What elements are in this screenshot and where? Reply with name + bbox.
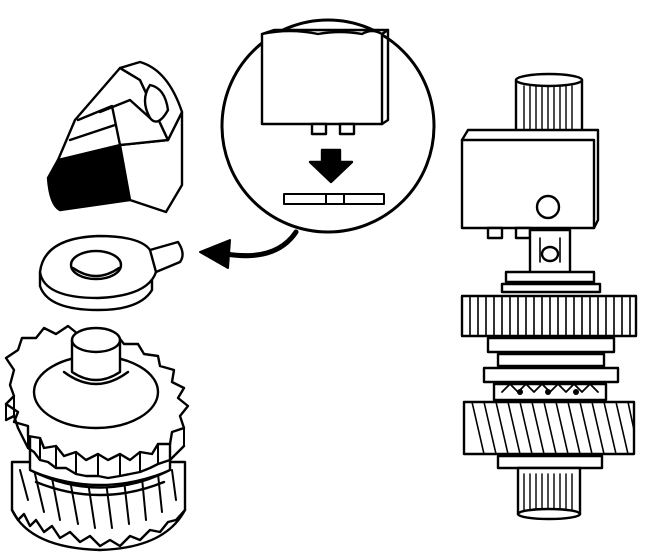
block-detail: [260, 29, 384, 126]
thrust-block: [46, 60, 184, 214]
cluster-gear: [4, 324, 190, 552]
assembled-shaft: [460, 72, 638, 521]
detail-callout-circle: [220, 18, 436, 234]
thrust-washer-with-tab: [38, 234, 184, 312]
curved-arrow-icon: [199, 229, 299, 269]
down-arrow-icon: [308, 148, 354, 184]
shim-strips: [283, 193, 385, 205]
